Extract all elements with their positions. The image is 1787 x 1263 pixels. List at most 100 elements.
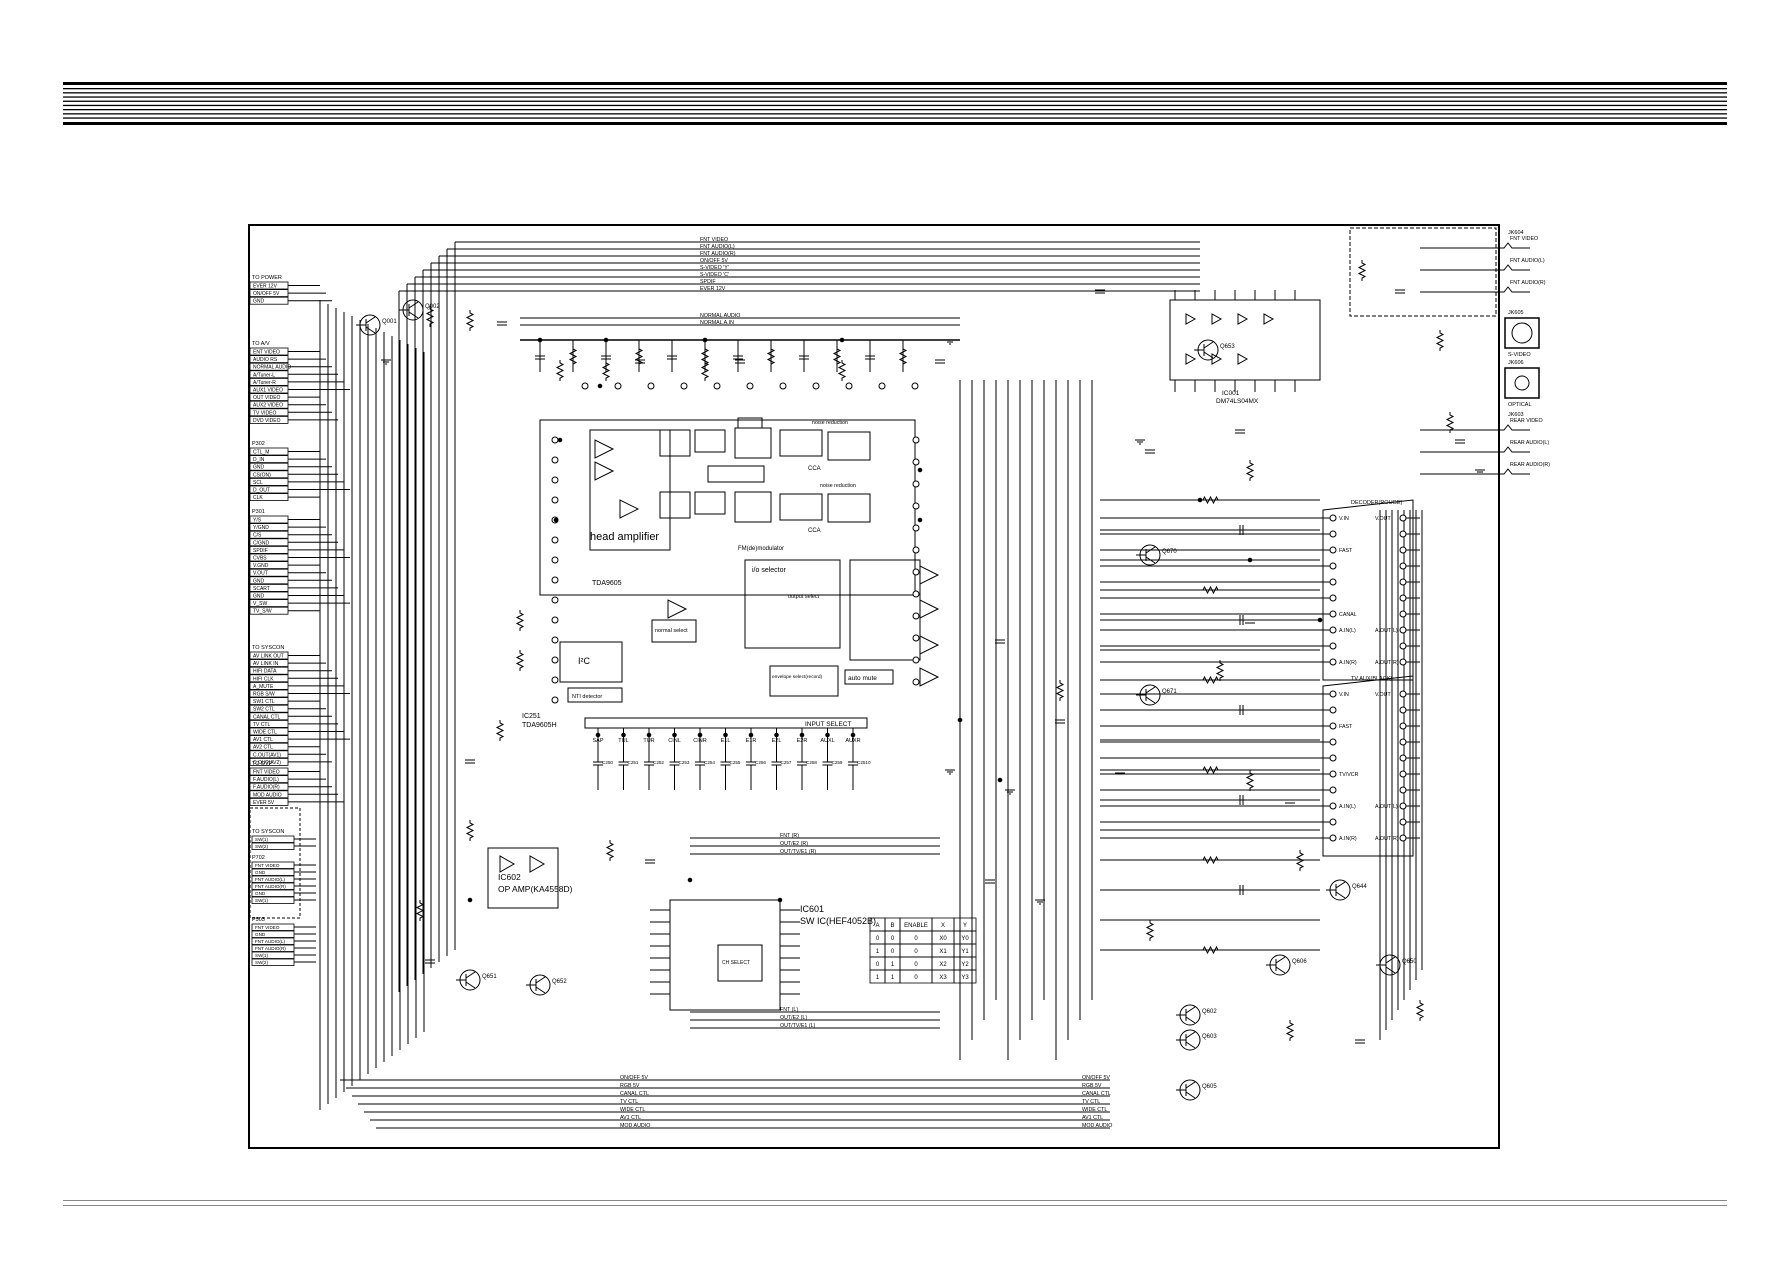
- jack-pin-label: FNT AUDIO(L): [1510, 258, 1545, 264]
- connector-pin-label: C.OUT(AV2): [253, 760, 281, 766]
- auto-mute: [844, 669, 894, 685]
- wire: [535, 986, 546, 994]
- connector-pin-label: SW(2): [255, 844, 268, 849]
- connector-pin: [249, 477, 289, 486]
- jack-pin-label: FNT VIDEO: [1510, 236, 1538, 242]
- optical-socket: [1514, 375, 1530, 391]
- wire: [1275, 966, 1286, 974]
- ch-select-label: CH SELECT: [722, 960, 750, 966]
- bus-label: MOD AUDIO: [620, 1123, 650, 1129]
- iic-block: [559, 641, 623, 683]
- transistor-label: Q670: [1162, 549, 1177, 555]
- table-cell-text: Y0: [961, 936, 969, 942]
- connector-pin-label: SCART: [253, 586, 270, 592]
- connector-pin: [249, 515, 289, 524]
- transistor-label: Q603: [1202, 1034, 1217, 1040]
- test-point: [1399, 770, 1407, 778]
- table-cell-text: 0: [914, 962, 918, 968]
- connector-pin: [249, 689, 289, 698]
- amplifier: [667, 599, 688, 619]
- ch-select: [717, 944, 763, 982]
- resistor: [1215, 660, 1225, 681]
- connector-pin-label: A_MUTE: [253, 684, 274, 690]
- jack-pin: [1496, 264, 1530, 271]
- connector-pin: [249, 697, 289, 705]
- resistor: [415, 900, 425, 921]
- cca-label: CCA: [808, 528, 821, 534]
- test-point: [1329, 802, 1337, 810]
- output-select-label: output select: [788, 594, 820, 600]
- table-header: Y: [963, 923, 967, 929]
- junction: [850, 732, 856, 738]
- test-point: [1399, 626, 1407, 634]
- connector-pin-label: AV1 CTL: [253, 737, 273, 743]
- test-point: [551, 496, 559, 504]
- header-stripe: [63, 113, 1727, 115]
- test-point: [1329, 818, 1337, 826]
- wire: [408, 311, 419, 319]
- test-point: [812, 382, 820, 390]
- wire: [535, 976, 546, 984]
- connector-pin: [251, 889, 295, 897]
- resistor: [1357, 260, 1367, 281]
- tda9605-area: [539, 419, 916, 596]
- normal-select: [651, 619, 697, 643]
- ic001-label: IC001: [1222, 390, 1240, 397]
- connector-pin: [249, 568, 289, 577]
- opamp: [499, 855, 516, 873]
- scart-pin-label: A.IN(R): [1339, 836, 1357, 842]
- junction: [553, 517, 559, 523]
- iic-label: I²C: [578, 656, 590, 666]
- wire: [408, 301, 419, 309]
- table-cell-text: 0: [876, 962, 880, 968]
- test-point: [912, 634, 920, 642]
- bus-label: FNT (R): [780, 833, 799, 839]
- resistor: [1200, 675, 1221, 685]
- test-point: [551, 436, 559, 444]
- connector-pin-label: DVD VIDEO: [253, 418, 281, 424]
- jack-title: JK606: [1508, 360, 1524, 366]
- table-cell-text: X1: [939, 949, 947, 955]
- test-point: [1399, 642, 1407, 650]
- connector-pin: [251, 958, 295, 966]
- table-cell-text: 1: [891, 975, 895, 981]
- channel-label: CINR: [693, 738, 706, 744]
- test-point: [614, 382, 622, 390]
- connector-pin: [249, 606, 289, 615]
- dashed-box: [1349, 227, 1497, 317]
- connector-pin-label: CLK: [253, 495, 263, 501]
- connector-pin-label: FNT VIDEO: [255, 863, 280, 868]
- test-point: [1399, 562, 1407, 570]
- scart-title: TV AUX(BLACK): [1351, 676, 1392, 682]
- bus-label: TV CTL: [620, 1099, 638, 1105]
- wire: [1185, 1016, 1196, 1024]
- jack-pin-label: FNT AUDIO(R): [1510, 280, 1546, 286]
- function-block: [737, 417, 763, 429]
- test-point: [1399, 818, 1407, 826]
- opamp: [529, 855, 546, 873]
- channel-label: TUR: [643, 738, 654, 744]
- connector-pin-label: TV VIDEO: [253, 410, 276, 416]
- connector-pin: [249, 485, 289, 494]
- resistor: [1245, 770, 1255, 791]
- nr-label: noise reduction: [820, 483, 856, 489]
- test-point: [1329, 658, 1337, 666]
- connector-pin-label: GND: [255, 870, 266, 875]
- resistor: [425, 306, 435, 327]
- scart-pin-label: FAST: [1339, 548, 1353, 554]
- connector-pin: [249, 455, 289, 464]
- ic601-label: IC601: [800, 904, 824, 914]
- connector-pin: [249, 362, 289, 371]
- test-point: [1329, 514, 1337, 522]
- header-stripe: [63, 104, 1727, 107]
- bus-label: CANAL CTL: [1082, 1091, 1111, 1097]
- connector-pin: [249, 538, 289, 547]
- footer-rule: [63, 1200, 1727, 1206]
- connector-pin-label: V_SW: [253, 601, 267, 607]
- resistor: [1445, 412, 1455, 433]
- jack-title: JK604: [1508, 230, 1524, 236]
- inverter: [1211, 313, 1223, 325]
- connector-pin: [251, 868, 295, 876]
- connector-pin: [251, 937, 295, 945]
- connector-pin-label: FNT AUDIO(L): [255, 877, 286, 882]
